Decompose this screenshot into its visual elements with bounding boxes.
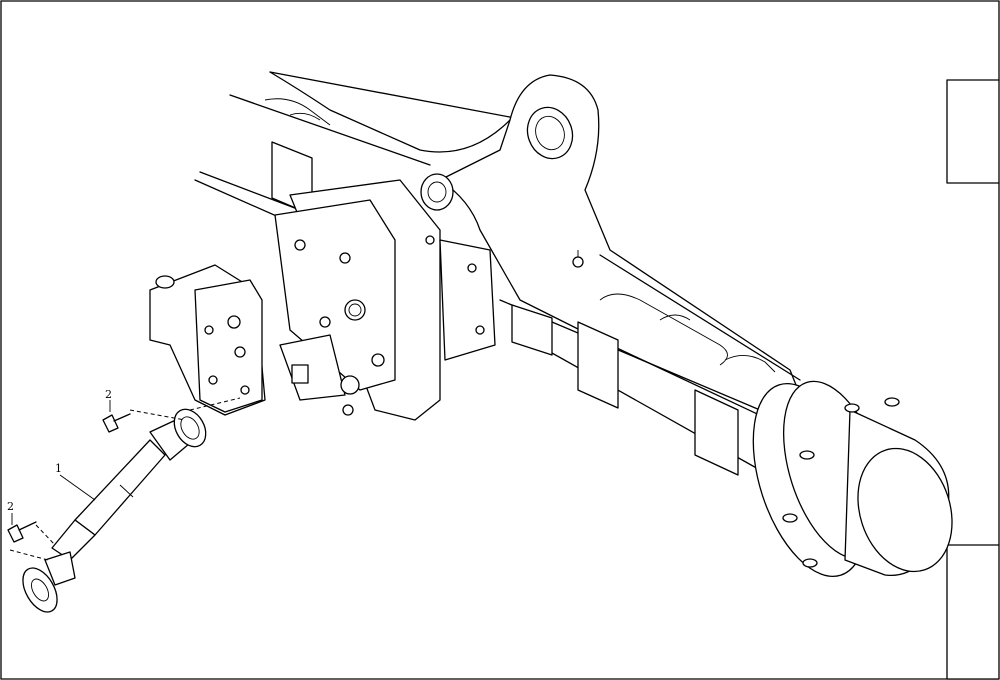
bolt-bottom <box>7 521 37 543</box>
axle-housing <box>194 71 801 476</box>
bolt-top <box>102 413 131 433</box>
callout-shaft: 1 <box>55 462 62 475</box>
pump-flange-block <box>149 264 360 416</box>
index-tab-top <box>946 79 1000 184</box>
drive-shaft <box>22 408 207 613</box>
index-tab-bottom <box>946 544 1000 680</box>
wheel-hub <box>752 380 953 578</box>
wheel-studs <box>782 397 900 568</box>
callout-bolt-top: 2 <box>105 388 112 401</box>
assembly-lines <box>9 397 241 561</box>
callout-bolt-bottom: 2 <box>7 500 14 513</box>
